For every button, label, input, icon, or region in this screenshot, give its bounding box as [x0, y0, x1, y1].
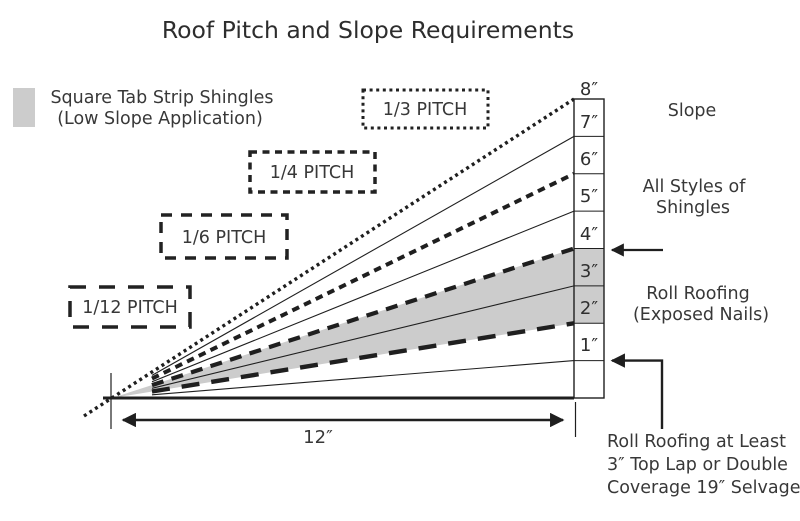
slope-line-5in — [151, 210, 575, 383]
scale-label-6: 6″ — [580, 149, 598, 170]
pitch-box-1-4 — [248, 150, 377, 194]
slope-line-7in — [151, 135, 575, 376]
scale-label-8: 8″ — [580, 79, 598, 100]
pitch-box-1-6 — [159, 213, 289, 260]
pitch-line-1-4 — [151, 171, 575, 381]
scale-label-7: 7″ — [580, 112, 598, 133]
pitch-box-1-3 — [361, 88, 490, 130]
all-styles-line2: Shingles — [656, 198, 730, 218]
page-title: Roof Pitch and Slope Requirements — [162, 16, 574, 44]
pitch-label-1-6: 1/6 PITCH — [182, 228, 266, 248]
slope-heading: Slope — [668, 101, 717, 121]
roll-roofing-line2: (Exposed Nails) — [633, 305, 769, 325]
legend-line2: (Low Slope Application) — [57, 109, 263, 129]
pitch-label-1-4: 1/4 PITCH — [270, 163, 354, 183]
scale-label-5: 5″ — [580, 186, 598, 207]
pitch-line-1-6 — [151, 246, 575, 388]
rise-scale-column — [573, 98, 605, 399]
roll-note-line2: 3″ Top Lap or Double — [607, 455, 788, 475]
scale-label-3: 3″ — [580, 261, 598, 282]
scale-label-2: 2″ — [580, 298, 598, 319]
roll-note-line1: Roll Roofing at Least — [607, 432, 786, 452]
roll-roofing-note-arrow — [610, 353, 664, 429]
scale-label-1: 1″ — [580, 335, 598, 356]
low-slope-shaded-wedge — [112, 248, 574, 398]
all-styles-line1: All Styles of — [643, 177, 747, 197]
legend-gray-swatch — [13, 88, 35, 127]
pitch-line-1-12 — [151, 321, 575, 394]
roll-roofing-line1: Roll Roofing — [646, 284, 749, 304]
run-dimension-label: 12″ — [303, 427, 333, 448]
legend-line1: Square Tab Strip Shingles — [50, 88, 273, 108]
roll-note-line3: Coverage 19″ Selvage — [607, 478, 800, 498]
pitch-label-1-12: 1/12 PITCH — [82, 298, 178, 318]
slope-line-3in — [151, 285, 575, 389]
scale-column-border — [573, 98, 605, 399]
pitch-box-1-12 — [68, 285, 192, 329]
slope-line-1in — [151, 360, 575, 396]
pitch-label-1-3: 1/3 PITCH — [383, 100, 467, 120]
pitch-line-1-3 — [83, 97, 575, 418]
scale-label-4: 4″ — [580, 224, 598, 245]
